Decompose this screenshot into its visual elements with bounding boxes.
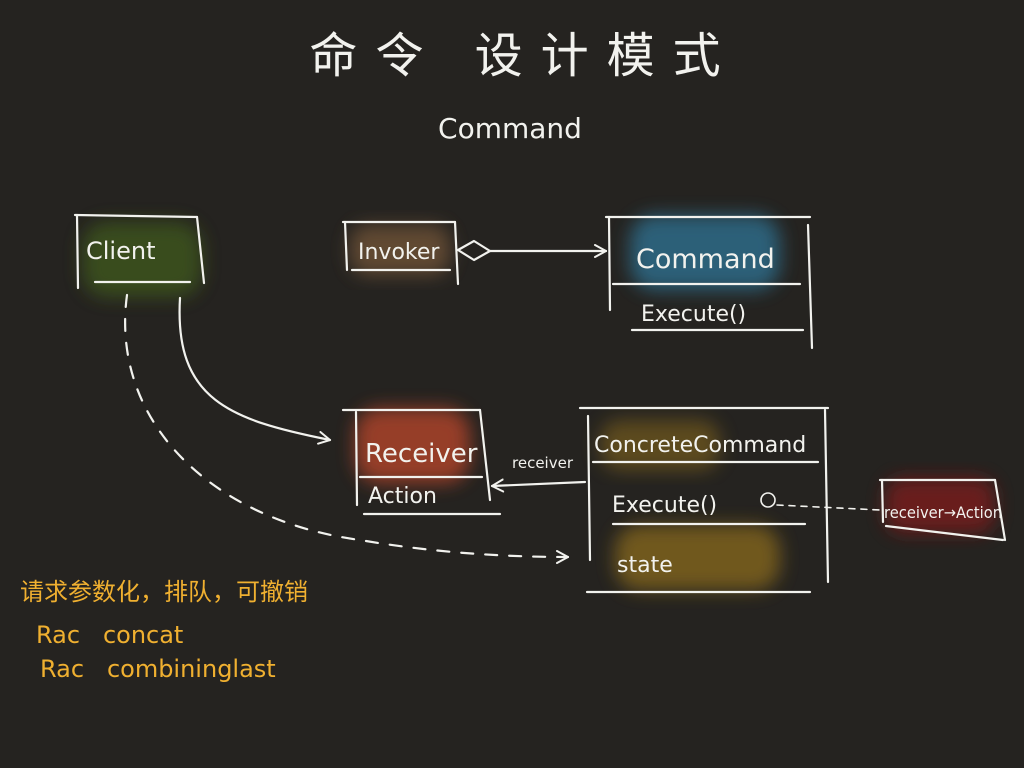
concrete-command-name: ConcreteCommand [594, 433, 806, 458]
diagram-title: 命令 设计模式 [309, 28, 738, 84]
client-concrete-dashed-arrow [124, 293, 570, 564]
notes: 请求参数化，排队，可撤销 Rac concat Rac combininglas… [20, 578, 308, 683]
notes-line-2: Rac concat [36, 621, 183, 649]
concrete-command-class: ConcreteCommand Execute() state [578, 406, 830, 594]
receiver-name: Receiver [365, 439, 478, 469]
execute-note-anchor [760, 492, 776, 508]
diagram-subtitle: Command [438, 112, 582, 145]
implementation-note-text: receiver→Action [884, 503, 1002, 522]
receiver-class: Receiver Action [341, 408, 502, 516]
command-name: Command [636, 244, 775, 275]
invoker-wash [350, 225, 450, 275]
command-class: Command Execute() [604, 215, 814, 350]
color-washes [82, 215, 995, 590]
receiver-association-label: receiver [512, 454, 574, 472]
note-wash [885, 478, 995, 533]
client-wash [82, 222, 202, 297]
command-wash [630, 215, 780, 290]
receiver-wash [355, 408, 470, 483]
client-class: Client [73, 213, 206, 290]
concrete-wash-bottom [615, 525, 780, 590]
note-connector [776, 504, 881, 511]
notes-line-3: Rac combininglast [40, 655, 276, 683]
invoker-name: Invoker [358, 240, 440, 265]
client-receiver-arrow [178, 296, 332, 445]
command-method: Execute() [641, 302, 746, 327]
notes-line-1: 请求参数化，排队，可撤销 [20, 578, 308, 606]
implementation-note: receiver→Action [878, 478, 1007, 542]
concrete-wash-top [600, 420, 720, 470]
receiver-method: Action [368, 484, 437, 509]
invoker-command-aggregation [456, 239, 608, 262]
concrete-command-field: state [617, 553, 673, 578]
concrete-command-method: Execute() [612, 493, 717, 518]
client-name: Client [86, 237, 155, 265]
invoker-class: Invoker [341, 220, 460, 286]
receiver-association: receiver [490, 454, 587, 493]
